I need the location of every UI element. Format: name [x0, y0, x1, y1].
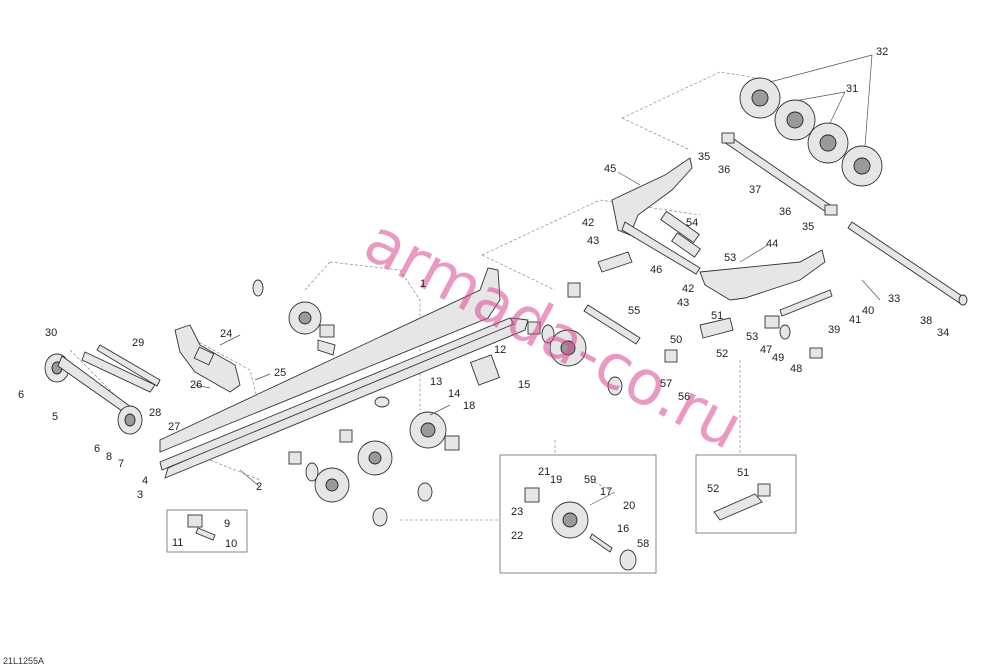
callout-29: 29 — [132, 337, 144, 349]
callout-51a: 51 — [711, 310, 723, 322]
callout-12: 12 — [494, 344, 506, 356]
callout-43a: 43 — [587, 235, 599, 247]
callout-52a: 52 — [716, 348, 728, 360]
long-shaft — [847, 221, 968, 306]
callout-8: 8 — [106, 451, 112, 463]
callout-4: 4 — [142, 475, 148, 487]
fastener-detail — [187, 514, 216, 541]
callout-32: 32 — [876, 46, 888, 58]
center-wheels — [288, 396, 460, 527]
callout-20: 20 — [623, 500, 635, 512]
inset-box-clip — [166, 509, 248, 553]
callout-43b: 43 — [677, 297, 689, 309]
callout-44: 44 — [766, 238, 778, 250]
callout-51b: 51 — [737, 467, 749, 479]
upper-wheels — [721, 77, 883, 216]
callout-35b: 35 — [802, 221, 814, 233]
callout-13: 13 — [430, 376, 442, 388]
callout-46: 46 — [650, 264, 662, 276]
callout-50: 50 — [670, 334, 682, 346]
callout-18: 18 — [463, 400, 475, 412]
callout-30: 30 — [45, 327, 57, 339]
callout-57: 57 — [660, 378, 672, 390]
callout-52b: 52 — [707, 483, 719, 495]
callout-42b: 42 — [682, 283, 694, 295]
callout-36a: 36 — [718, 164, 730, 176]
callout-27: 27 — [168, 421, 180, 433]
bracket-assembly — [174, 324, 241, 393]
callout-53a: 53 — [724, 252, 736, 264]
callout-leaders — [194, 54, 881, 506]
callout-39: 39 — [828, 324, 840, 336]
inset-box-spring — [695, 454, 797, 534]
callout-58: 58 — [637, 538, 649, 550]
callout-38: 38 — [920, 315, 932, 327]
callout-10: 10 — [225, 538, 237, 550]
callout-14: 14 — [448, 388, 460, 400]
callout-28: 28 — [149, 407, 161, 419]
callout-labels: 1 2 3 4 5 6 6 7 8 9 10 11 12 13 14 15 16… — [18, 46, 949, 550]
callout-49: 49 — [772, 352, 784, 364]
callout-21: 21 — [538, 466, 550, 478]
callout-25: 25 — [274, 367, 286, 379]
callout-36b: 36 — [779, 206, 791, 218]
callout-26: 26 — [190, 379, 202, 391]
callout-35a: 35 — [698, 151, 710, 163]
callout-54: 54 — [686, 217, 698, 229]
callout-31: 31 — [846, 83, 858, 95]
inset-box-wheel — [499, 454, 657, 574]
spring-assemblies — [567, 232, 833, 363]
callout-42a: 42 — [582, 217, 594, 229]
rear-rail-wheel — [469, 321, 623, 396]
callout-17: 17 — [600, 486, 612, 498]
callout-6b: 6 — [94, 443, 100, 455]
callout-45: 45 — [604, 163, 616, 175]
callout-9: 9 — [224, 518, 230, 530]
callout-59: 59 — [584, 474, 596, 486]
callout-40: 40 — [862, 305, 874, 317]
callout-2: 2 — [256, 481, 262, 493]
callout-37: 37 — [749, 184, 761, 196]
callout-24: 24 — [220, 328, 232, 340]
rail-wheel-upper — [252, 279, 336, 356]
callout-16: 16 — [617, 523, 629, 535]
callout-11: 11 — [172, 537, 183, 549]
front-idler-assembly — [44, 344, 161, 435]
reference-code: 21L1255A — [3, 656, 44, 666]
callout-55: 55 — [628, 305, 640, 317]
callout-41: 41 — [849, 314, 861, 326]
callout-23: 23 — [511, 506, 523, 518]
callout-33: 33 — [888, 293, 900, 305]
callout-19: 19 — [550, 474, 562, 486]
callout-15: 15 — [518, 379, 530, 391]
callout-56: 56 — [678, 391, 690, 403]
rail-assembly — [159, 267, 529, 479]
callout-47: 47 — [760, 344, 772, 356]
callout-3: 3 — [137, 489, 143, 501]
callout-48: 48 — [790, 363, 802, 375]
callout-53b: 53 — [746, 331, 758, 343]
callout-5: 5 — [52, 411, 58, 423]
callout-34: 34 — [937, 327, 949, 339]
callout-6a: 6 — [18, 389, 24, 401]
rear-arm-assembly — [611, 157, 826, 301]
callout-22: 22 — [511, 530, 523, 542]
callout-7: 7 — [118, 458, 124, 470]
callout-1: 1 — [420, 278, 426, 290]
